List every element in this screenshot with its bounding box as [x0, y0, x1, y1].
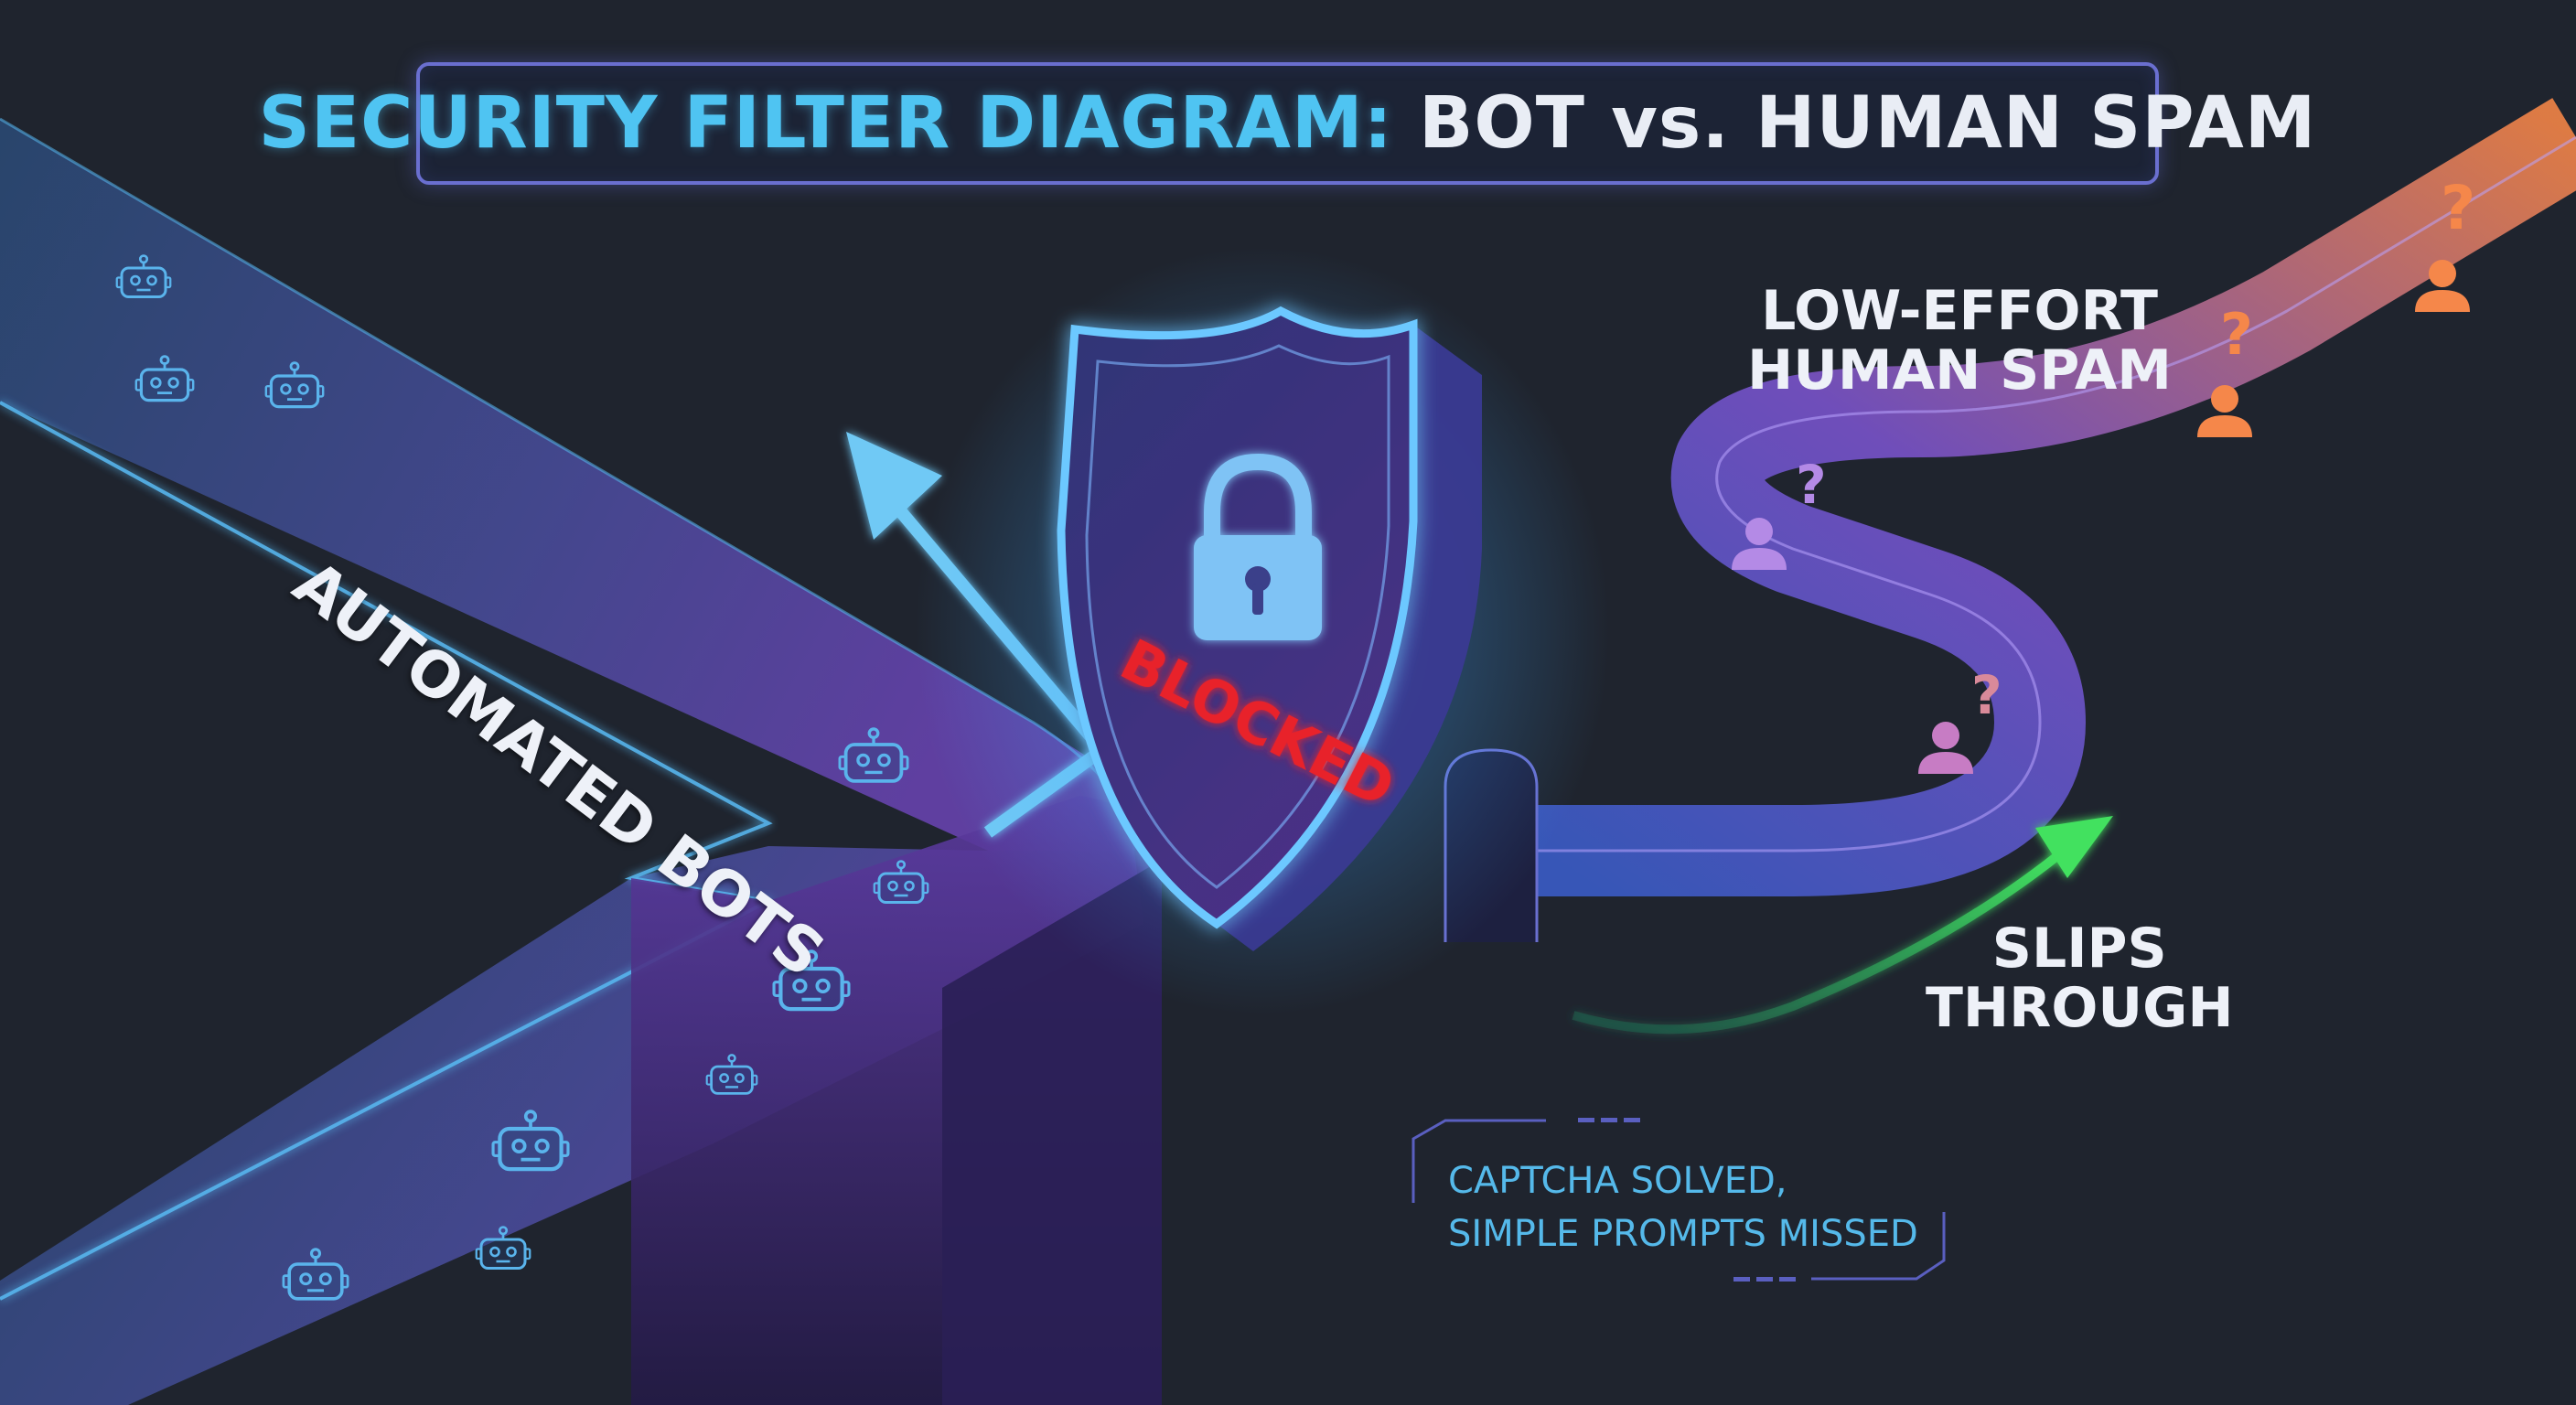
title-part-secondary: BOT vs. HUMAN SPAM — [1418, 82, 2317, 165]
slips-label-line2: THROUGH — [1926, 975, 2234, 1040]
arrow-up-right-icon — [2035, 816, 2113, 878]
page-title: SECURITY FILTER DIAGRAM: BOT vs. HUMAN S… — [259, 82, 2317, 165]
title-part-primary: SECURITY FILTER DIAGRAM: — [258, 82, 1393, 165]
captcha-note: CAPTCHA SOLVED, SIMPLE PROMPTS MISSED — [1448, 1154, 1918, 1260]
question-mark-icon: ? — [2441, 173, 2475, 243]
human-spam-label-line2: HUMAN SPAM — [1747, 338, 2173, 402]
slips-through-label: SLIPS THROUGH — [1926, 919, 2234, 1038]
captcha-frame-ticks — [1578, 1118, 1796, 1282]
shield-inner-border — [1085, 344, 1390, 889]
bot-lane-upper — [0, 119, 1134, 851]
barrier-slab — [942, 860, 1162, 1405]
arrow-up-left-icon — [846, 432, 942, 540]
captcha-frame — [1411, 1119, 1946, 1281]
human-spam-label-line1: LOW-EFFORT — [1761, 279, 2158, 343]
human-spam-label: LOW-EFFORT HUMAN SPAM — [1747, 282, 2172, 401]
padlock-icon — [1194, 453, 1322, 640]
slips-label-line1: SLIPS — [1991, 917, 2167, 981]
question-mark-icon: ? — [2220, 301, 2253, 368]
title-banner: SECURITY FILTER DIAGRAM: BOT vs. HUMAN S… — [259, 62, 2315, 185]
human-lane — [1537, 98, 2576, 896]
pass-arrow-shaft — [1572, 852, 2062, 1035]
captcha-note-line2: SIMPLE PROMPTS MISSED — [1448, 1213, 1918, 1255]
human-lane-edge — [1537, 135, 2576, 853]
question-mark-icon: ? — [1971, 664, 2002, 726]
user-icon — [1918, 722, 1973, 774]
question-mark-icon: ? — [1796, 454, 1827, 516]
captcha-note-line1: CAPTCHA SOLVED, — [1448, 1160, 1787, 1202]
